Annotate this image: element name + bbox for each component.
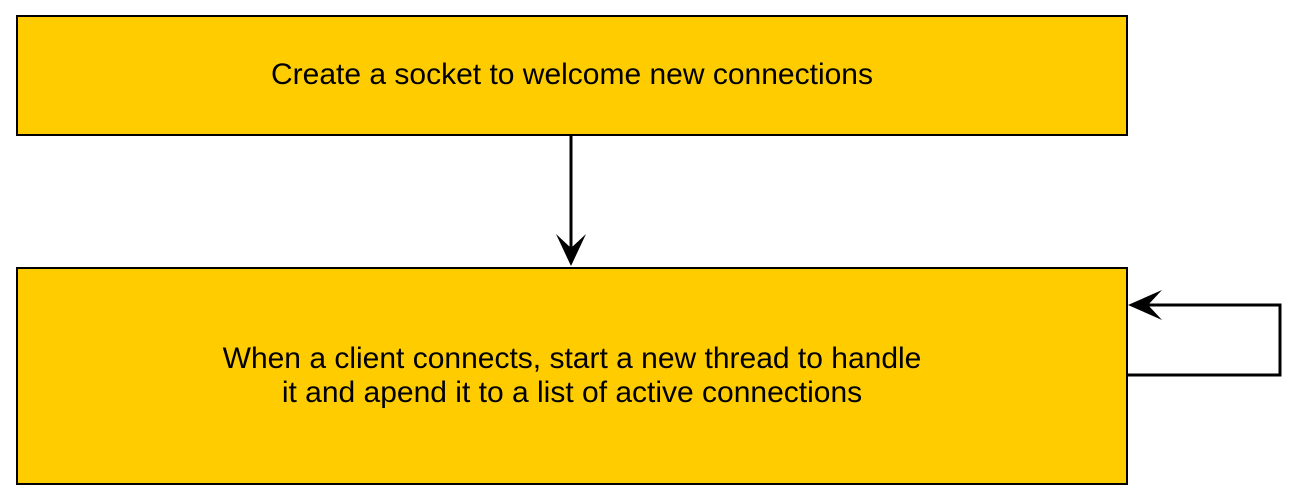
step-create-socket-text: Create a socket to welcome new connectio… [271,58,873,92]
arrow-create-to-handle-head [556,234,586,266]
step-handle-client-box: When a client connects, start a new thre… [16,267,1128,485]
self-loop-handle-head [1128,290,1162,320]
step-handle-client-label: When a client connects, start a new thre… [223,342,922,411]
step-handle-client-text-line-1: When a client connects, start a new thre… [222,341,922,375]
step-create-socket-label: Create a socket to welcome new connectio… [271,58,873,93]
self-loop-handle-line [1128,303,1282,377]
step-create-socket-box: Create a socket to welcome new connectio… [16,15,1128,136]
step-handle-client-text-line-2: it and apend it to a list of active conn… [281,376,863,409]
